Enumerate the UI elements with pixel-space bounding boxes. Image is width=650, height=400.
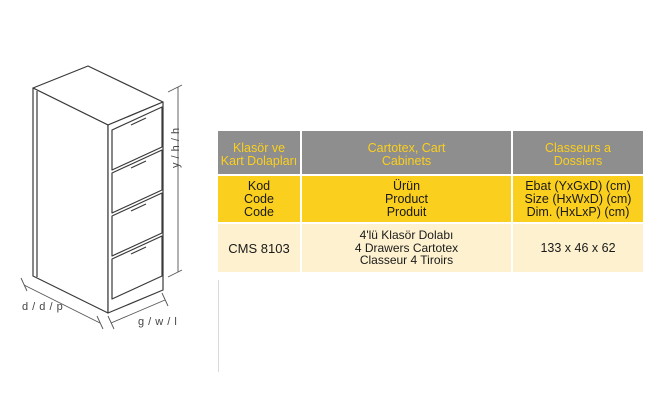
column-header-line: Code <box>244 191 274 206</box>
width-dimension-label: g / w / l <box>138 316 178 328</box>
header-line: Cabinets <box>381 153 432 168</box>
header-line: Klasör ve <box>232 140 286 155</box>
cabinet-drawer-1 <box>111 106 163 171</box>
cabinet-drawer-3 <box>111 192 163 257</box>
depth-dimension-line <box>23 284 101 324</box>
header-line: Dossiers <box>553 153 603 168</box>
column-header-line: Produit <box>386 204 427 219</box>
column-header-size: Ebat (YxGxD) (cm)Size (HxWxD) (cm)Dim. (… <box>511 176 643 222</box>
column-header-line: Size (HxWxD) (cm) <box>524 191 632 206</box>
cabinet-drawer-4 <box>111 235 163 300</box>
column-header-line: Ebat (YxGxD) (cm) <box>525 178 631 193</box>
cabinet-side <box>32 87 109 314</box>
product-name-line: Classeur 4 Tiroirs <box>359 253 454 268</box>
header-line: Cartotex, Cart <box>367 140 446 155</box>
cabinet-drawer-2 <box>111 149 163 214</box>
header-line: Classeurs a <box>545 140 611 155</box>
width-dimension-line <box>110 299 166 324</box>
product-code: CMS 8103 <box>228 240 290 256</box>
column-header-line: Product <box>384 191 429 206</box>
column-header-line: Ürün <box>392 178 421 193</box>
header-line: Kart Dolapları <box>220 153 298 168</box>
column-header-line: Dim. (HxLxP) (cm) <box>526 204 630 219</box>
product-name-line: 4'lü Klasör Dolabı <box>359 228 454 243</box>
table-divider <box>218 280 219 372</box>
product-size: 133 x 46 x 62 <box>511 224 643 272</box>
column-header-line: Kod <box>247 178 271 193</box>
column-header-line: Code <box>244 204 274 219</box>
product-name-line: 4 Drawers Cartotex <box>354 240 459 255</box>
depth-dimension-label: d / d / p <box>22 301 64 313</box>
height-dimension-label: y / h / h <box>170 127 182 168</box>
